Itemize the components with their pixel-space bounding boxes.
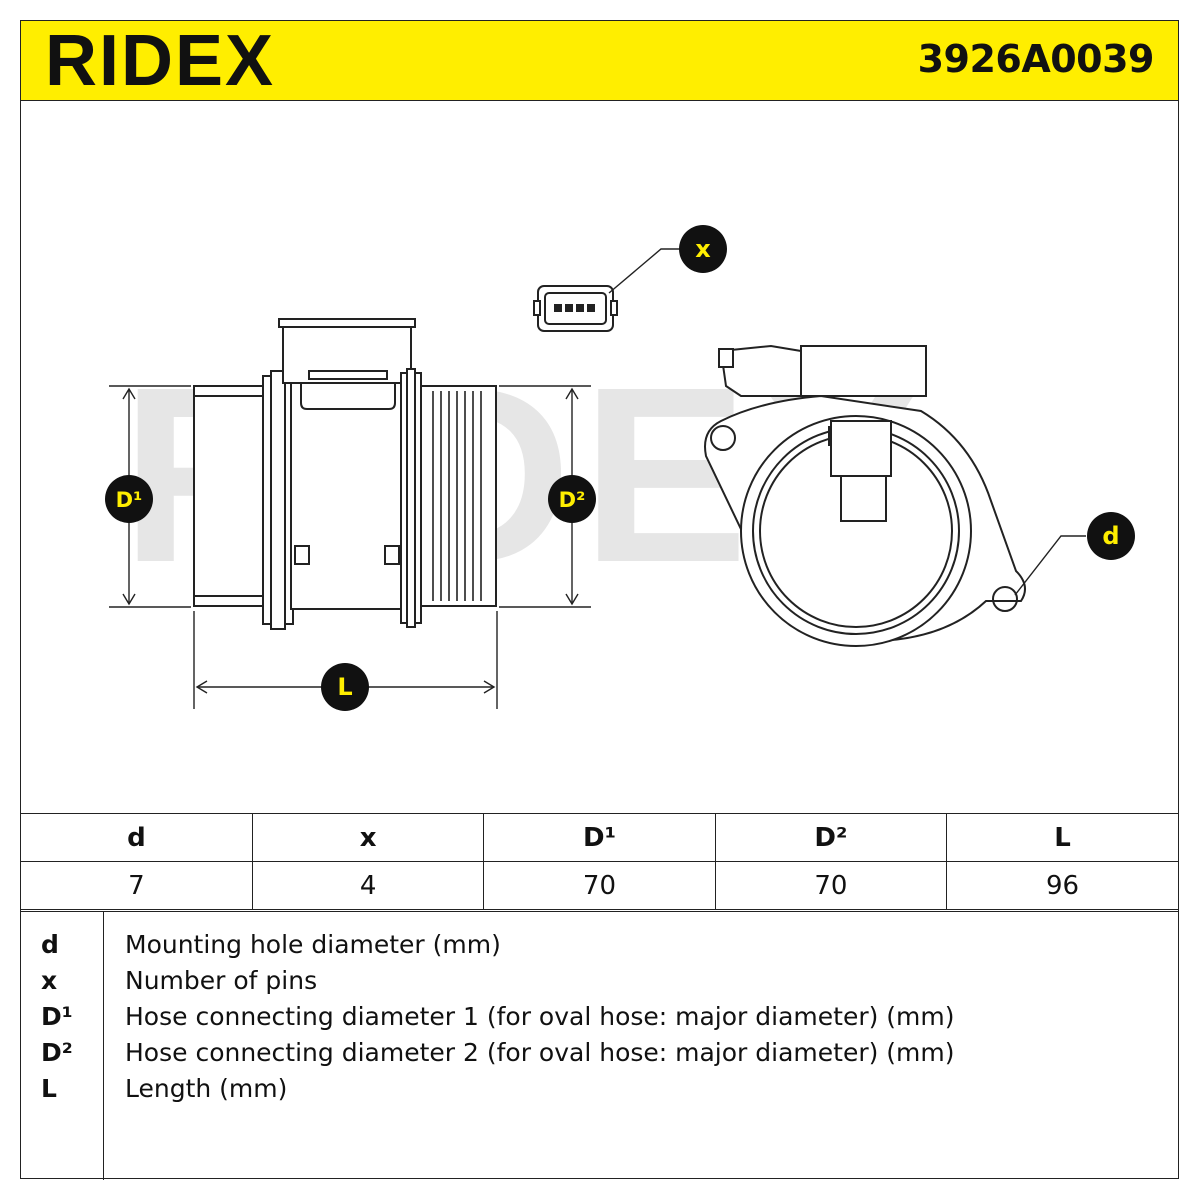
legend-symbol: x bbox=[41, 966, 58, 995]
spec-header-l: L bbox=[946, 813, 1178, 862]
spec-table: d x D¹ D² L 7 4 70 70 96 bbox=[21, 813, 1178, 910]
spec-header-row: d x D¹ D² L bbox=[21, 813, 1178, 862]
legend-row-d2: D² Hose connecting diameter 2 (for oval … bbox=[21, 1038, 1178, 1074]
legend-row-x: x Number of pins bbox=[21, 966, 1178, 1002]
legend-description: Mounting hole diameter (mm) bbox=[125, 930, 501, 959]
legend-symbol: D¹ bbox=[41, 1002, 73, 1031]
legend-description: Hose connecting diameter 2 (for oval hos… bbox=[125, 1038, 955, 1067]
legend-description: Length (mm) bbox=[125, 1074, 288, 1103]
legend-symbol: d bbox=[41, 930, 59, 959]
callout-l-label: L bbox=[337, 673, 352, 701]
header-bar: RIDEX 3926A0039 bbox=[21, 21, 1178, 101]
spec-value-d: 7 bbox=[21, 861, 253, 910]
spec-value-l: 96 bbox=[946, 861, 1178, 910]
callout-d1: D¹ bbox=[105, 475, 153, 523]
product-sheet: RIDEX 3926A0039 RIDEX bbox=[20, 20, 1179, 1180]
legend-row-d1: D¹ Hose connecting diameter 1 (for oval … bbox=[21, 1002, 1178, 1038]
callout-d2: D² bbox=[548, 475, 596, 523]
legend-symbol: L bbox=[41, 1074, 57, 1103]
brand-logo-text: RIDEX bbox=[45, 25, 275, 95]
legend-row-l: L Length (mm) bbox=[21, 1074, 1178, 1110]
spec-value-x: 4 bbox=[251, 861, 485, 910]
spec-header-d: d bbox=[21, 813, 253, 862]
legend-description: Hose connecting diameter 1 (for oval hos… bbox=[125, 1002, 955, 1031]
technical-drawing: RIDEX bbox=[105, 225, 1135, 711]
part-number: 3926A0039 bbox=[917, 37, 1155, 81]
spec-value-row: 7 4 70 70 96 bbox=[21, 861, 1178, 910]
spec-value-d2: 70 bbox=[714, 861, 948, 910]
callout-x: x bbox=[679, 225, 727, 273]
sensor-front-view bbox=[704, 344, 1086, 647]
spec-header-d1: D¹ bbox=[483, 813, 716, 862]
callout-l: L bbox=[321, 663, 369, 711]
legend-row-d: d Mounting hole diameter (mm) bbox=[21, 930, 1178, 966]
callout-d-label: d bbox=[1102, 522, 1119, 550]
spec-header-d2: D² bbox=[714, 813, 948, 862]
legend-divider bbox=[103, 912, 104, 1180]
legend-symbol: D² bbox=[41, 1038, 73, 1067]
callout-d2-label: D² bbox=[559, 488, 586, 512]
connector-face bbox=[533, 248, 691, 332]
legend-description: Number of pins bbox=[125, 966, 318, 995]
spec-header-x: x bbox=[251, 813, 485, 862]
brand-logo: RIDEX bbox=[45, 25, 275, 95]
callout-d: d bbox=[1087, 512, 1135, 560]
sensor-side-view bbox=[193, 318, 497, 630]
spec-value-d1: 70 bbox=[483, 861, 716, 910]
callout-x-label: x bbox=[695, 235, 711, 263]
callout-d1-label: D¹ bbox=[116, 488, 143, 512]
legend: d Mounting hole diameter (mm) x Number o… bbox=[21, 911, 1178, 1180]
